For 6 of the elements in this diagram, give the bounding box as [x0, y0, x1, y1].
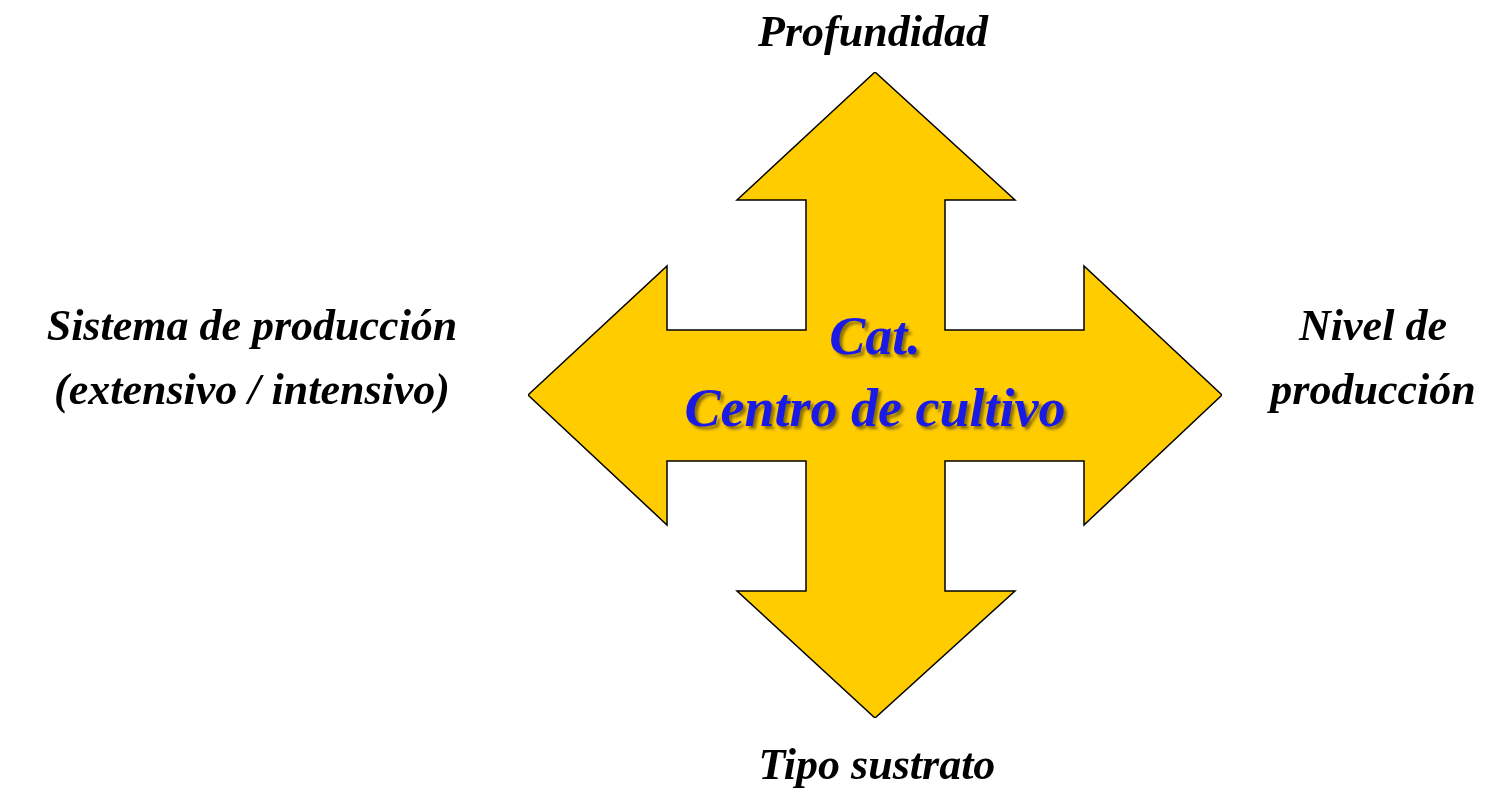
axis-label: Profundidad: [757, 6, 990, 58]
shape-heading: Cat.: [828, 305, 922, 368]
axis-label: Nivel de producción: [1240, 294, 1506, 422]
shape-title: Centro de cultivo: [683, 377, 1067, 440]
axis-label: Sistema de producción (extensivo / intensivo): [45, 300, 459, 416]
axis-label: Tipo sustrato: [757, 739, 997, 790]
